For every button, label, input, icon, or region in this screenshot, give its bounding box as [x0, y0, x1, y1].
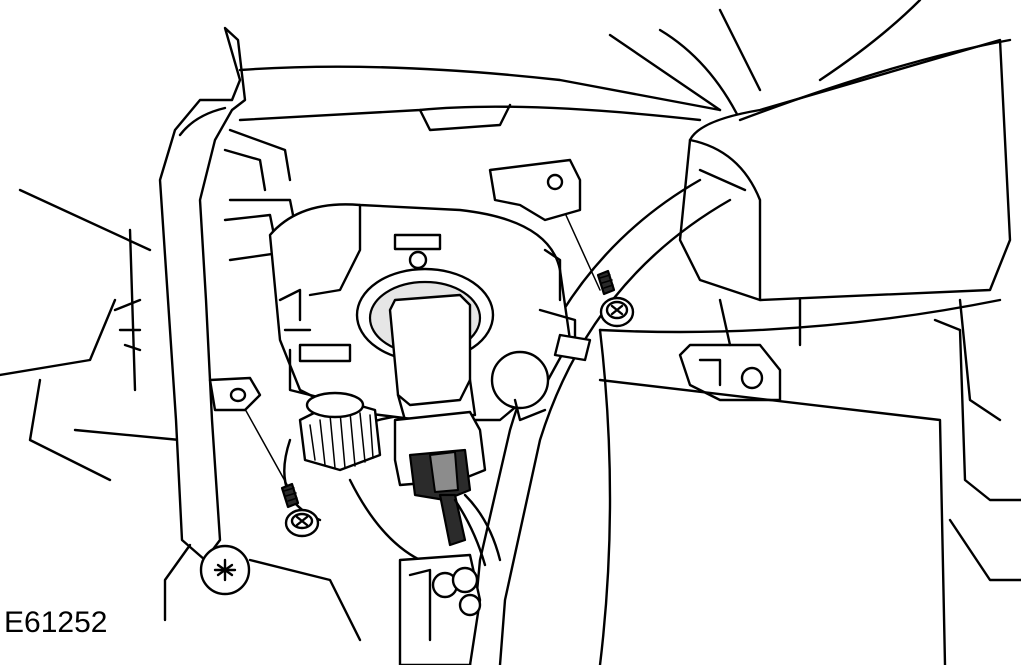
air-duct-box — [678, 0, 1012, 302]
screw-icon — [549, 179, 635, 328]
mounting-bracket-right — [598, 298, 1021, 665]
bulb-connector-icon — [355, 267, 495, 502]
figure-reference-code: E61252 — [2, 603, 112, 643]
vehicle-body-outline — [0, 188, 182, 482]
support-arm-left — [158, 26, 362, 642]
side-round-cap — [490, 350, 550, 422]
screw-icon — [239, 399, 320, 538]
screw-mount-left — [208, 376, 262, 412]
lower-connector-cluster — [398, 553, 482, 665]
adjuster-knob — [298, 391, 382, 472]
screw-mount-right — [488, 158, 592, 362]
wiring-harness-icon — [438, 493, 502, 567]
